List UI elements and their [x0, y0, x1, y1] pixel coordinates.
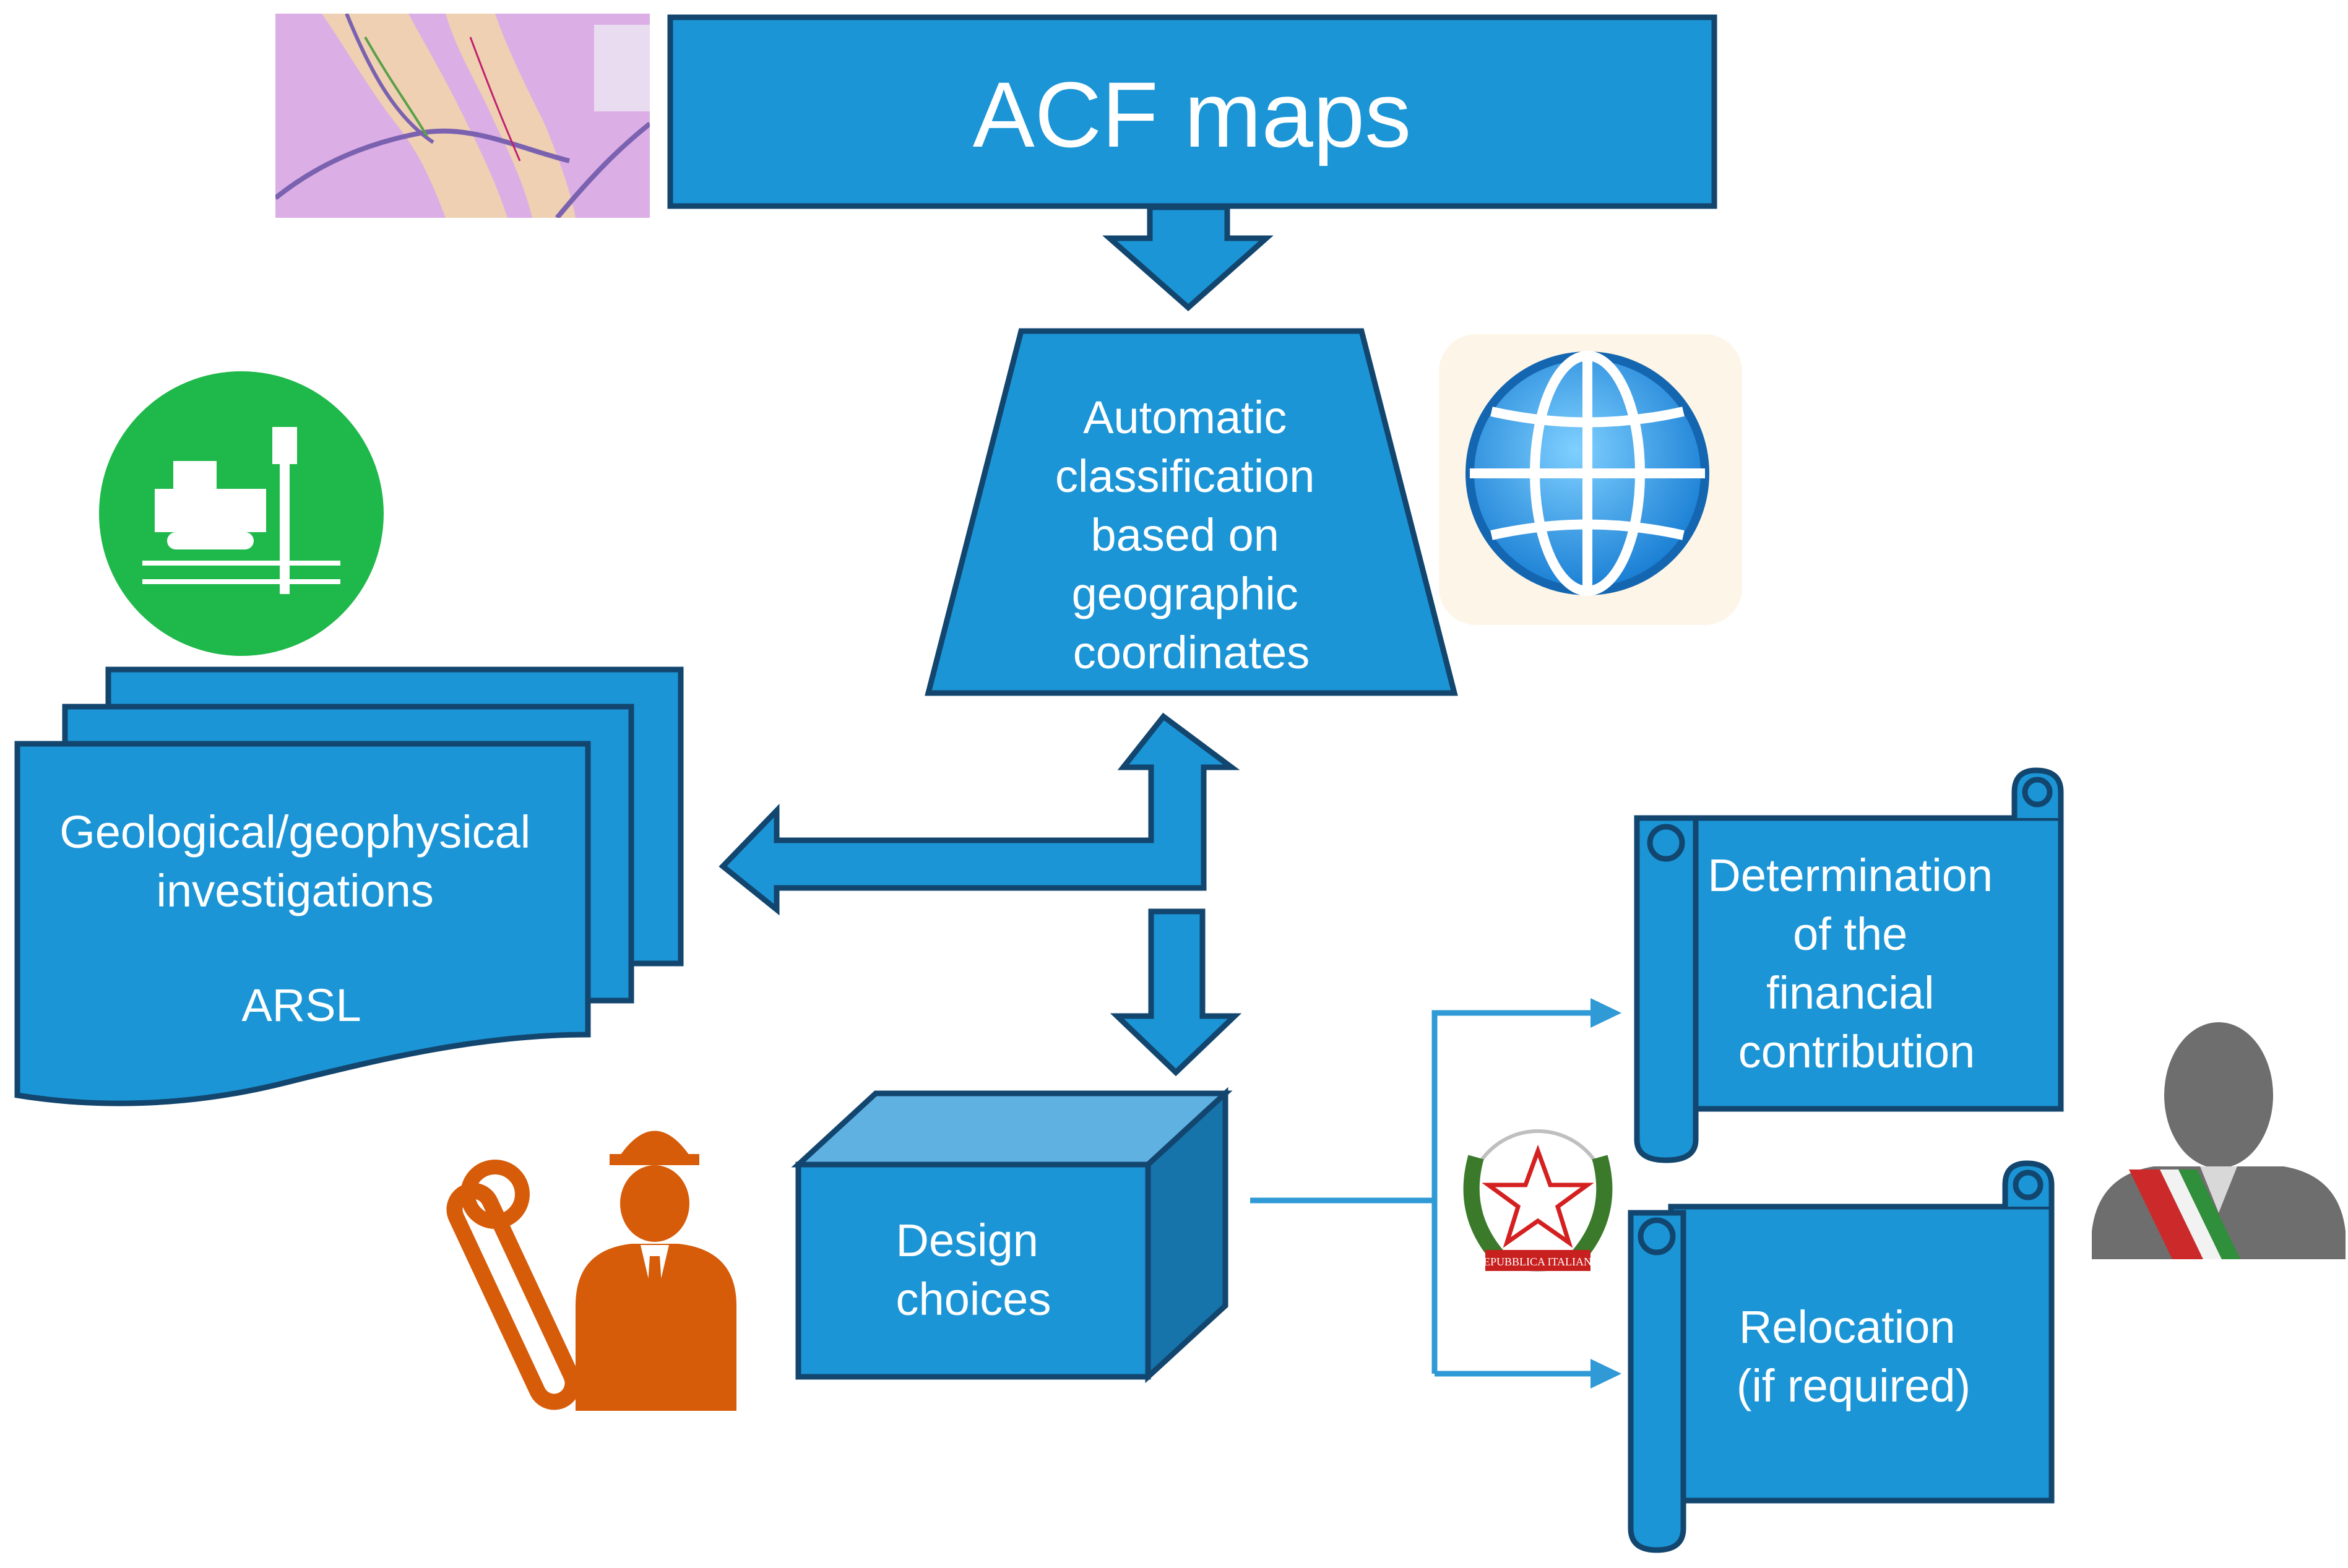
- acf-maps-box: [667, 14, 1717, 209]
- svg-text:Determination of the f: Determination of the financial contribut…: [1707, 850, 2005, 1077]
- classification-line-3: based on: [1090, 509, 1279, 561]
- classification-box: [925, 328, 1458, 696]
- svg-text:Geological/geophysical inv: Geological/geophysical investigations AR…: [59, 806, 543, 1031]
- classification-line-5: coordinates: [1073, 627, 1310, 678]
- contribution-line-4: contribution: [1738, 1026, 1975, 1077]
- contribution-scroll: [1634, 767, 2064, 1163]
- arrowhead-contribution: [1591, 998, 1621, 1028]
- acf-maps-title: ACF maps: [973, 62, 1411, 166]
- investigations-line-1: Geological/geophysical: [59, 806, 530, 858]
- relocation-scroll: [1628, 1160, 2055, 1553]
- down-arrow-maps: [1102, 204, 1274, 312]
- mayor-silhouette-icon: [2092, 1022, 2346, 1259]
- engineer-icon: [446, 1131, 736, 1411]
- design-choices-box: [791, 1087, 1233, 1384]
- contribution-line-3: financial: [1766, 967, 1935, 1019]
- down-arrow-design: [1110, 908, 1242, 1077]
- emblem-text: REPUBBLICA ITALIANA: [1476, 1256, 1600, 1268]
- relocation-line-2: (if required): [1737, 1360, 1970, 1411]
- branch-connector: [1250, 1010, 1603, 1377]
- svg-text:Design choices: Design choices: [896, 1215, 1051, 1325]
- drilling-rig-icon: [99, 371, 384, 656]
- investigations-line-2: investigations: [157, 865, 434, 916]
- design-line-1: Design: [896, 1215, 1038, 1266]
- classification-line-4: geographic: [1072, 568, 1298, 619]
- investigations-stack: [14, 666, 684, 1106]
- classification-line-1: Automatic: [1083, 392, 1287, 443]
- relocation-line-1: Relocation: [1739, 1301, 1956, 1353]
- svg-text:Automatic classification: Automatic classification based on geogra…: [1055, 392, 1327, 678]
- globe-icon: [1439, 334, 1742, 625]
- elbow-arrow-left-up: [719, 712, 1240, 916]
- investigations-line-3: ARSL: [241, 980, 361, 1031]
- design-line-2: choices: [896, 1273, 1051, 1325]
- italian-emblem-icon: REPUBBLICA ITALIANA: [1463, 1129, 1613, 1272]
- arrowhead-relocation: [1591, 1359, 1621, 1389]
- map-thumbnail-icon: [275, 14, 650, 218]
- classification-line-2: classification: [1055, 450, 1315, 502]
- contribution-line-1: Determination: [1707, 850, 1993, 901]
- contribution-line-2: of the: [1793, 908, 1907, 960]
- svg-text:Relocation (if required): Relocation (if required): [1737, 1301, 1970, 1411]
